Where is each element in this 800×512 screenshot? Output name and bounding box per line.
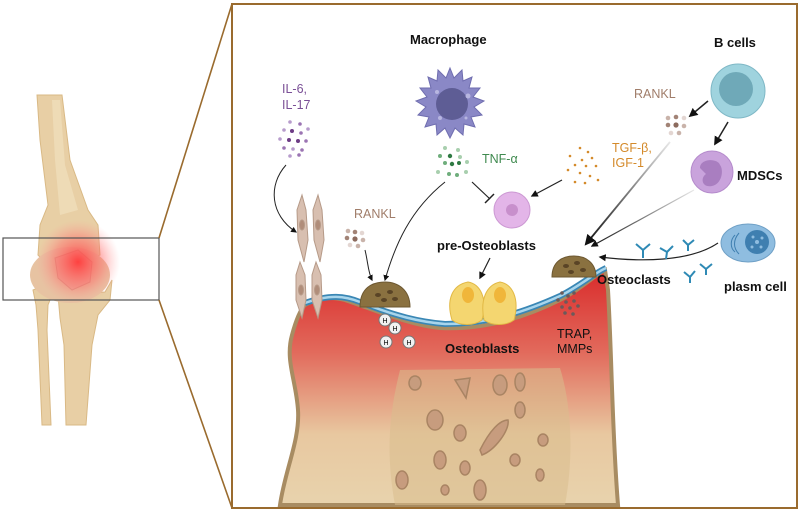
rankl-osteoclast-arrow xyxy=(584,141,671,246)
osteoclast-left xyxy=(359,281,411,308)
proton-4: H xyxy=(402,335,416,349)
svg-text:H: H xyxy=(406,340,411,347)
knee-illustration xyxy=(2,94,160,426)
rankl-top-label: RANKL xyxy=(634,87,676,101)
proton-1: H xyxy=(378,313,392,327)
tnf-inhibition-bar xyxy=(484,193,495,204)
proton-3: H xyxy=(379,335,393,349)
zoom-frame xyxy=(231,3,798,509)
mdsc-cell xyxy=(690,150,734,194)
inflammation-glow xyxy=(36,220,120,304)
plasm-cell-label: plasm cell xyxy=(724,279,787,294)
macrophage-cell xyxy=(414,66,486,140)
tnf-inhibition-line xyxy=(471,181,491,200)
osteoblast-cells xyxy=(449,281,517,325)
mdsc-osteoclast-arrow xyxy=(590,189,695,247)
femur-highlight xyxy=(52,100,78,215)
il-label-line1: IL-6, xyxy=(282,82,307,96)
trap-label-line1: TRAP, xyxy=(557,327,592,341)
osteoclasts-label: Osteoclasts xyxy=(597,272,671,287)
trabecular-bone xyxy=(389,368,571,505)
pre-osteoblast-cell xyxy=(493,191,531,229)
antibodies xyxy=(635,239,713,283)
rankl-left-particles xyxy=(344,228,366,249)
pre-osteoblasts-label: pre-Osteoblasts xyxy=(437,238,536,253)
mdscs-label: MDSCs xyxy=(737,168,783,183)
svg-text:H: H xyxy=(382,318,387,325)
tgf-particles xyxy=(566,146,600,185)
b-cells-label: B cells xyxy=(714,35,756,50)
tnf-label: TNF-α xyxy=(482,152,518,166)
bcell-mdsc-arrow xyxy=(714,121,729,146)
bone-lining-inner xyxy=(304,266,607,326)
tnf-particles xyxy=(436,146,469,177)
proton-2: H xyxy=(388,321,402,335)
trap-mmps-particles xyxy=(556,291,580,316)
fibula xyxy=(32,284,53,426)
zoom-connector-bottom xyxy=(158,299,233,509)
plasm-osteoclast-arrow xyxy=(598,242,719,262)
tgf-label-line1: TGF-β, xyxy=(612,141,652,155)
osteoclast-right xyxy=(551,255,597,278)
macrophage-label: Macrophage xyxy=(410,32,487,47)
rankl-left-label: RANKL xyxy=(354,207,396,221)
rankl-left-arrow xyxy=(364,249,373,282)
trap-label-line2: MMPs xyxy=(557,342,592,356)
tgf-arrow xyxy=(530,179,563,197)
svg-text:H: H xyxy=(392,326,397,333)
bcell-rankl-arrow xyxy=(688,100,709,118)
marrow-cavities xyxy=(395,372,549,501)
rankl-top-particles xyxy=(665,114,687,136)
il-arrow xyxy=(273,164,298,233)
zoom-region-box xyxy=(2,237,160,301)
il-label-line2: IL-17 xyxy=(282,98,311,112)
protons: H H H H xyxy=(378,313,416,349)
bone-section xyxy=(277,265,621,507)
pre-osteoblast-arrow xyxy=(479,257,491,280)
zoom-connector-top xyxy=(158,3,233,239)
il-particles xyxy=(278,120,310,158)
tgf-label-line2: IGF-1 xyxy=(612,156,644,170)
b-cell xyxy=(710,63,766,119)
plasm-cell xyxy=(720,223,776,263)
fibroblast-cells xyxy=(295,193,325,320)
osteoblasts-label: Osteoblasts xyxy=(445,341,519,356)
tnf-osteoclast-arrow xyxy=(383,181,446,282)
svg-text:H: H xyxy=(383,340,388,347)
